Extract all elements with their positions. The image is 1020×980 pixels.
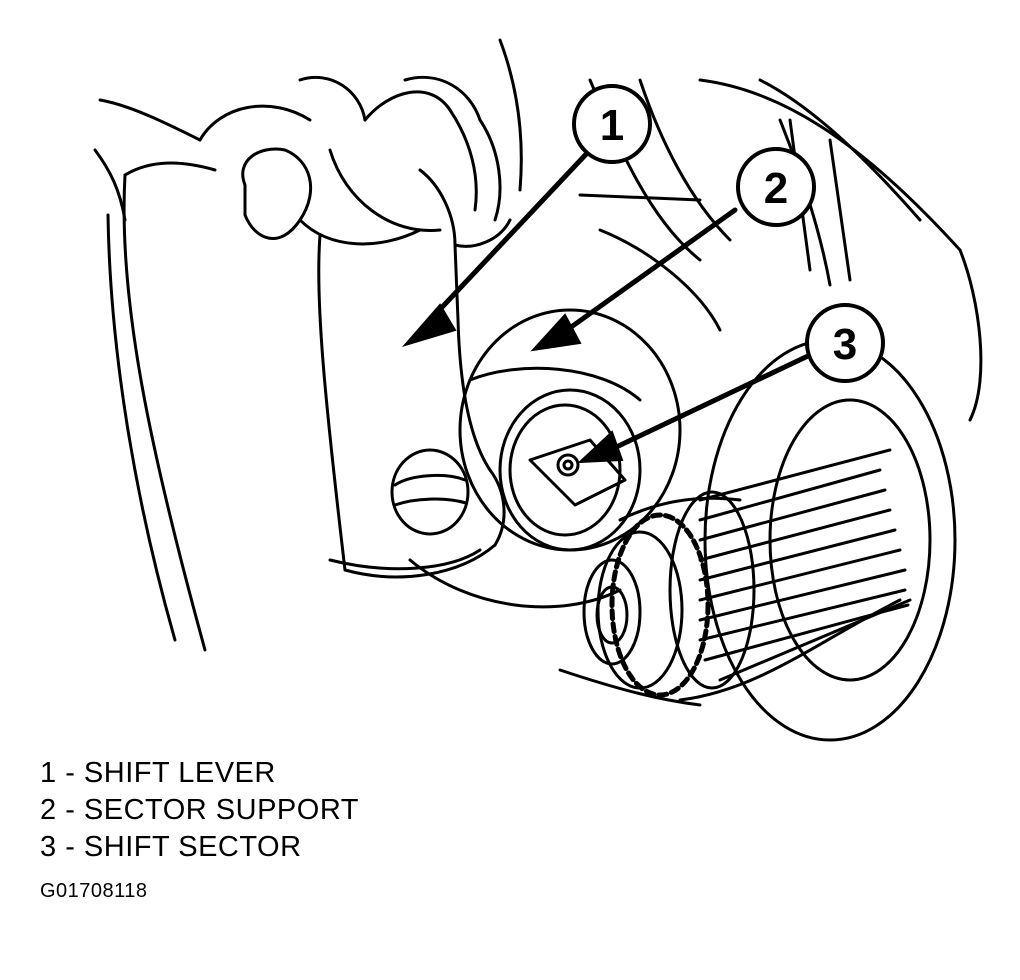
legend-item: 1 - SHIFT LEVER	[40, 755, 359, 792]
callout-arrow-3	[577, 352, 813, 464]
parts-legend: 1 - SHIFT LEVER 2 - SECTOR SUPPORT 3 - S…	[40, 755, 359, 866]
shift-lever-diagram: 1 2 3	[93, 38, 983, 742]
callout-3-number: 3	[833, 320, 857, 369]
callout-arrow-2	[530, 207, 738, 352]
shift-sector	[528, 438, 627, 507]
legend-number: 3	[40, 831, 57, 863]
shift-lever	[317, 233, 506, 579]
callout-3: 3	[805, 303, 885, 383]
legend-item: 2 - SECTOR SUPPORT	[40, 792, 359, 829]
legend-item: 3 - SHIFT SECTOR	[40, 829, 359, 866]
callout-2: 2	[736, 147, 816, 227]
legend-separator: -	[56, 794, 84, 826]
transmission-case	[93, 78, 983, 707]
sector-support	[408, 308, 682, 609]
callout-arrows	[401, 147, 813, 464]
callout-1: 1	[572, 84, 652, 164]
legend-number: 2	[40, 794, 57, 826]
legend-separator: -	[56, 831, 84, 863]
callout-2-number: 2	[764, 164, 788, 213]
legend-number: 1	[40, 757, 57, 789]
legend-label: SHIFT LEVER	[83, 757, 276, 789]
legend-label: SECTOR SUPPORT	[83, 794, 359, 826]
callout-arrow-1	[401, 147, 593, 347]
legend-separator: -	[56, 757, 84, 789]
hand	[198, 38, 523, 248]
callout-1-number: 1	[600, 101, 624, 150]
legend-label: SHIFT SECTOR	[83, 831, 302, 863]
figure-id: G01708118	[40, 880, 148, 902]
output-shaft	[582, 338, 957, 742]
